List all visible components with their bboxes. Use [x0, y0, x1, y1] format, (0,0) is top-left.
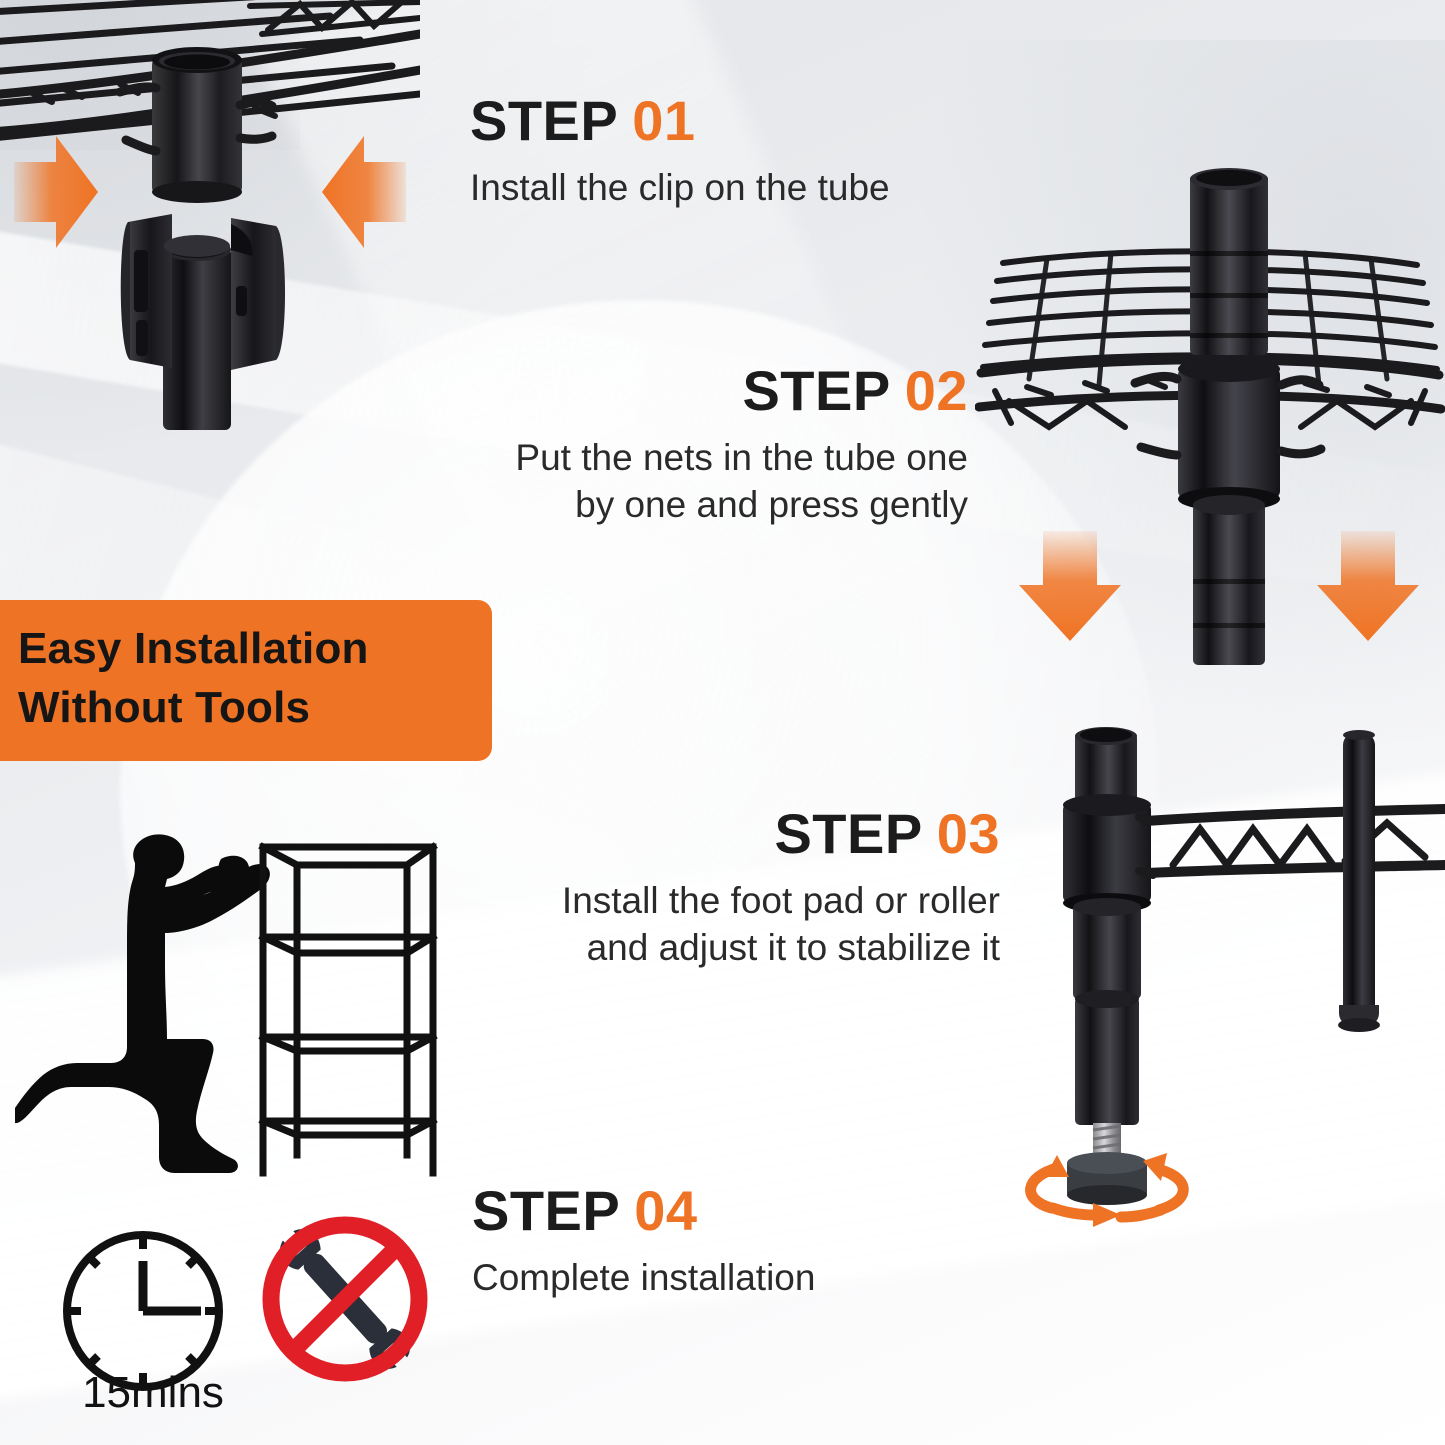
step-03-label: STEP — [774, 802, 923, 865]
step-02-description: Put the nets in the tube one by one and … — [515, 437, 968, 525]
step-01-description: Install the clip on the tube — [470, 167, 890, 209]
clock-icon: 15mins — [45, 1215, 260, 1430]
no-tools-icon — [258, 1212, 433, 1387]
arrow-right-icon — [14, 136, 98, 248]
step-01-label: STEP — [470, 89, 619, 152]
arrow-down-left-icon — [1019, 531, 1121, 641]
step-01-number: 01 — [632, 89, 696, 152]
arrow-left-icon — [322, 136, 406, 248]
banner-line-1: Easy Installation — [18, 624, 369, 673]
step-03-number: 03 — [936, 802, 1000, 865]
easy-installation-banner: Easy Installation Without Tools — [0, 600, 492, 762]
person-assembling-silhouette — [15, 825, 475, 1195]
arrow-down-right-icon — [1317, 531, 1419, 641]
foot-pad-illustration — [995, 725, 1445, 1235]
step-04-number: 04 — [634, 1179, 698, 1242]
clip-assembly-illustration — [0, 0, 420, 430]
shelf-on-pole-illustration — [975, 155, 1445, 665]
step-04-label: STEP — [472, 1179, 621, 1242]
time-label: 15mins — [82, 1368, 224, 1417]
step-02-number: 02 — [904, 359, 968, 422]
step-03-description: Install the foot pad or roller and adjus… — [561, 880, 1000, 968]
step-02-label: STEP — [742, 359, 891, 422]
step-04-description: Complete installation — [472, 1257, 816, 1299]
banner-line-2: Without Tools — [18, 682, 311, 732]
